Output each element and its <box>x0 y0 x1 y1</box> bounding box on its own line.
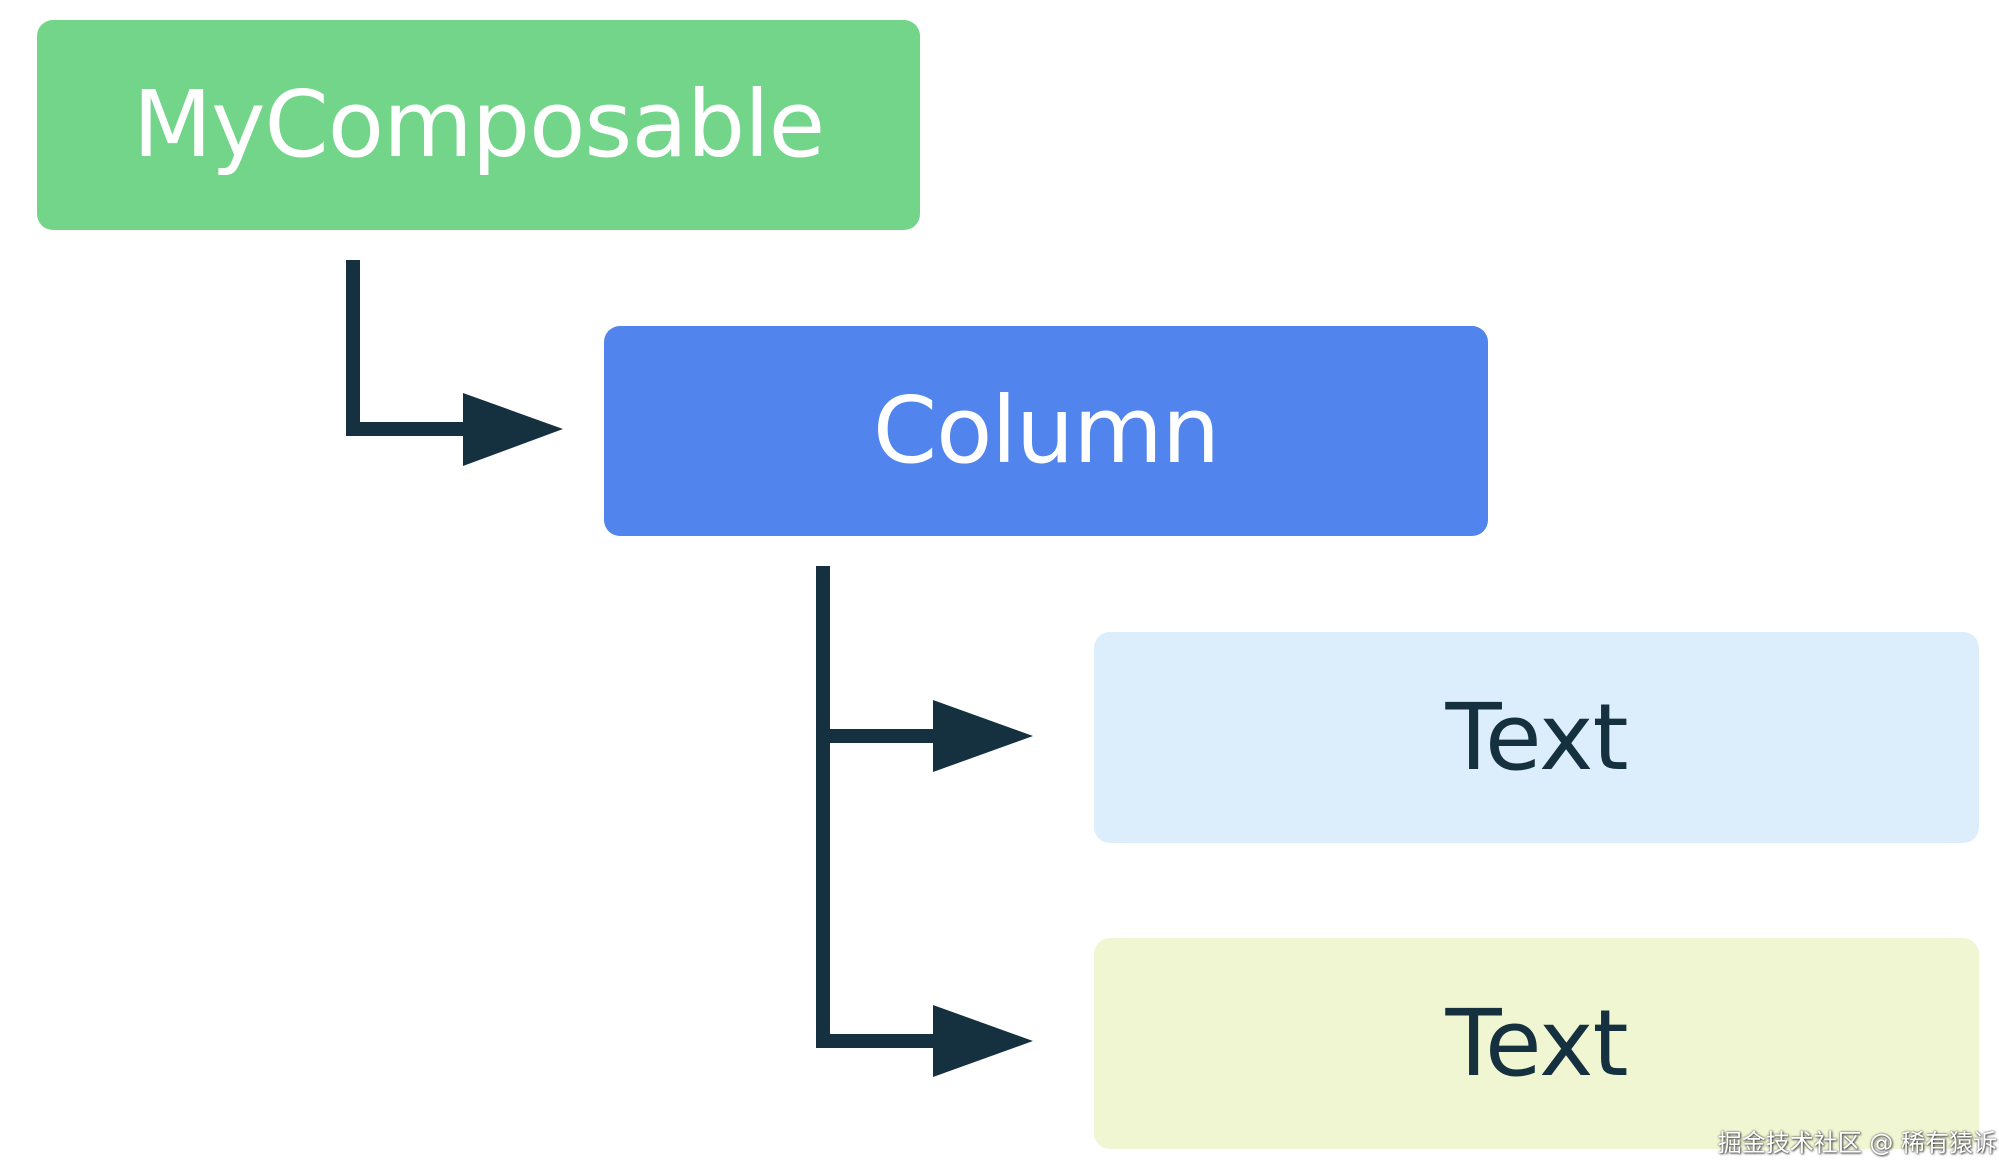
connector-column-to-text-2 <box>816 736 935 1048</box>
node-text-1: Text <box>1094 632 1979 843</box>
watermark: 掘金技术社区 @ 稀有猿诉 <box>1717 1129 1997 1157</box>
connector-mycomposable-to-column <box>346 260 465 436</box>
arrowhead-to-column <box>463 393 563 466</box>
node-mycomposable-label: MyComposable <box>132 71 826 178</box>
node-text-2-label: Text <box>1445 989 1628 1097</box>
arrowhead-to-text-1 <box>933 700 1033 772</box>
node-column: Column <box>604 326 1488 536</box>
node-text-1-label: Text <box>1445 683 1628 791</box>
arrowhead-to-text-2 <box>933 1005 1033 1077</box>
node-text-2: Text <box>1094 938 1979 1149</box>
node-column-label: Column <box>872 377 1220 484</box>
node-mycomposable: MyComposable <box>37 20 920 230</box>
connector-column-to-text-1 <box>816 566 935 743</box>
